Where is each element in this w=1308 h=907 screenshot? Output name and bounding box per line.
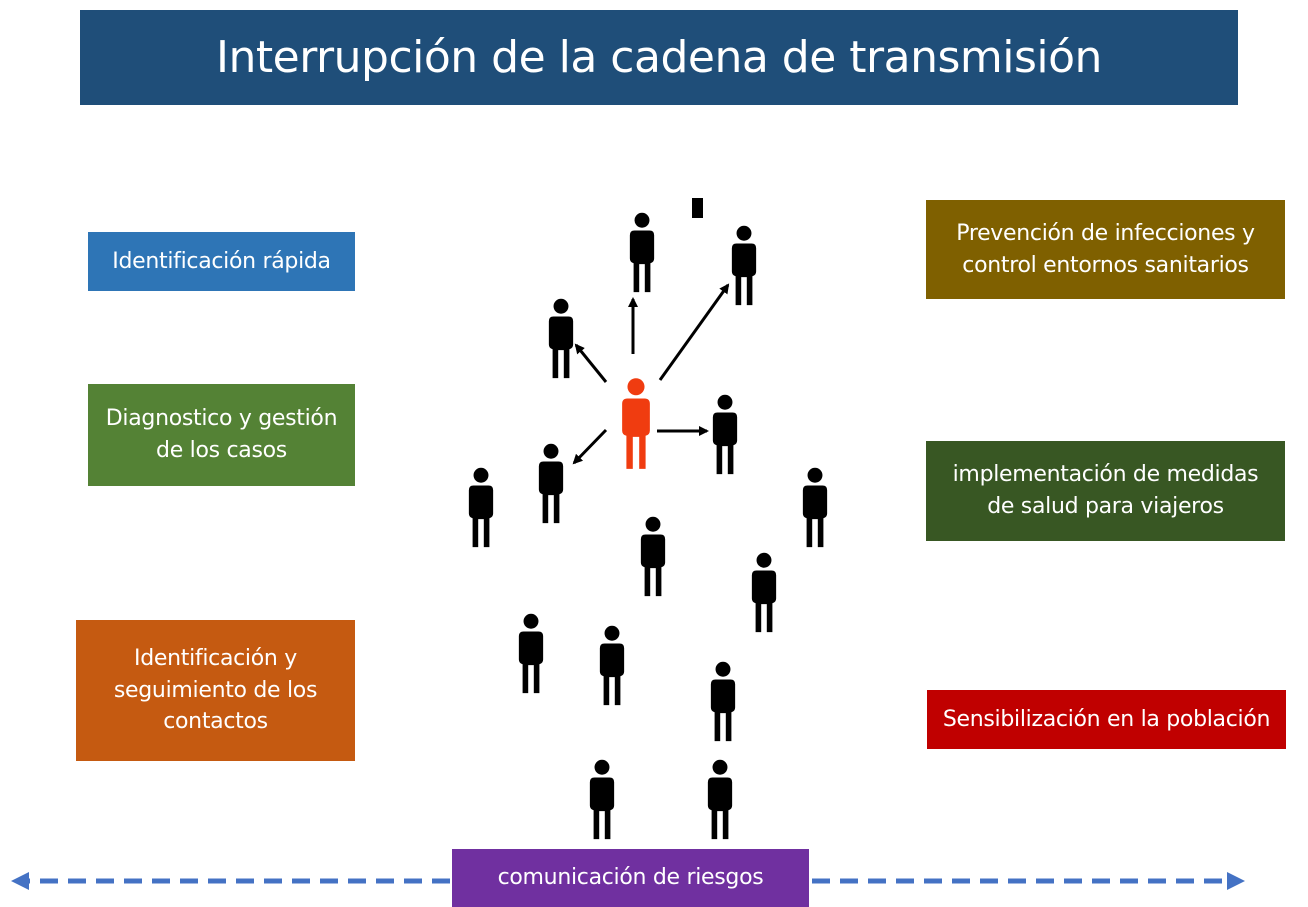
box-identificacion-rapida: Identificación rápida: [88, 232, 355, 291]
box-line: Identificación y: [134, 645, 297, 671]
person-icon: [599, 625, 625, 706]
person-icon: [629, 212, 655, 293]
arrow-up-right: [658, 283, 730, 381]
person-icon: [640, 516, 666, 597]
box-line: Sensibilización en la población: [942, 706, 1271, 732]
person-icon: [712, 394, 738, 475]
person-icon: [707, 759, 733, 840]
person-icon: [710, 661, 736, 742]
person-icon: [589, 759, 615, 840]
box-line: de salud para viajeros: [987, 494, 1224, 519]
person-icon: [731, 225, 757, 306]
box-contactos: Identificación y seguimiento de los cont…: [76, 620, 355, 761]
person-icon: [518, 613, 544, 694]
person-icon: [468, 467, 494, 548]
page-title: Interrupción de la cadena de transmisión: [80, 10, 1238, 105]
box-line: contactos: [163, 709, 268, 735]
infected-person-icon: [622, 378, 650, 469]
small-square-mark: [692, 198, 703, 218]
person-icon: [751, 552, 777, 633]
box-sensibilizacion: Sensibilización en la población: [927, 690, 1286, 749]
box-line: de los casos: [156, 438, 287, 463]
box-line: Prevención de infecciones y: [956, 220, 1255, 246]
box-comunicacion: comunicación de riesgos: [452, 849, 809, 907]
box-line: implementación de medidas: [952, 462, 1259, 488]
box-diagnostico: Diagnostico y gestión de los casos: [88, 384, 355, 486]
box-line: seguimiento de los: [113, 677, 318, 703]
box-line: control entornos sanitarios: [962, 252, 1249, 278]
arrow-up-left: [574, 343, 608, 383]
box-line: comunicación de riesgos: [497, 865, 764, 891]
box-line: Diagnostico y gestión: [105, 406, 338, 432]
box-prevencion: Prevención de infecciones y control ento…: [926, 200, 1285, 299]
box-viajeros: implementación de medidas de salud para …: [926, 441, 1285, 541]
person-icon: [548, 298, 574, 379]
page-title-text: Interrupción de la cadena de transmisión: [216, 32, 1102, 83]
box-line: Identificación rápida: [112, 248, 331, 274]
person-icon: [802, 467, 828, 548]
person-icon: [538, 443, 564, 524]
arrow-down-left: [572, 428, 608, 465]
